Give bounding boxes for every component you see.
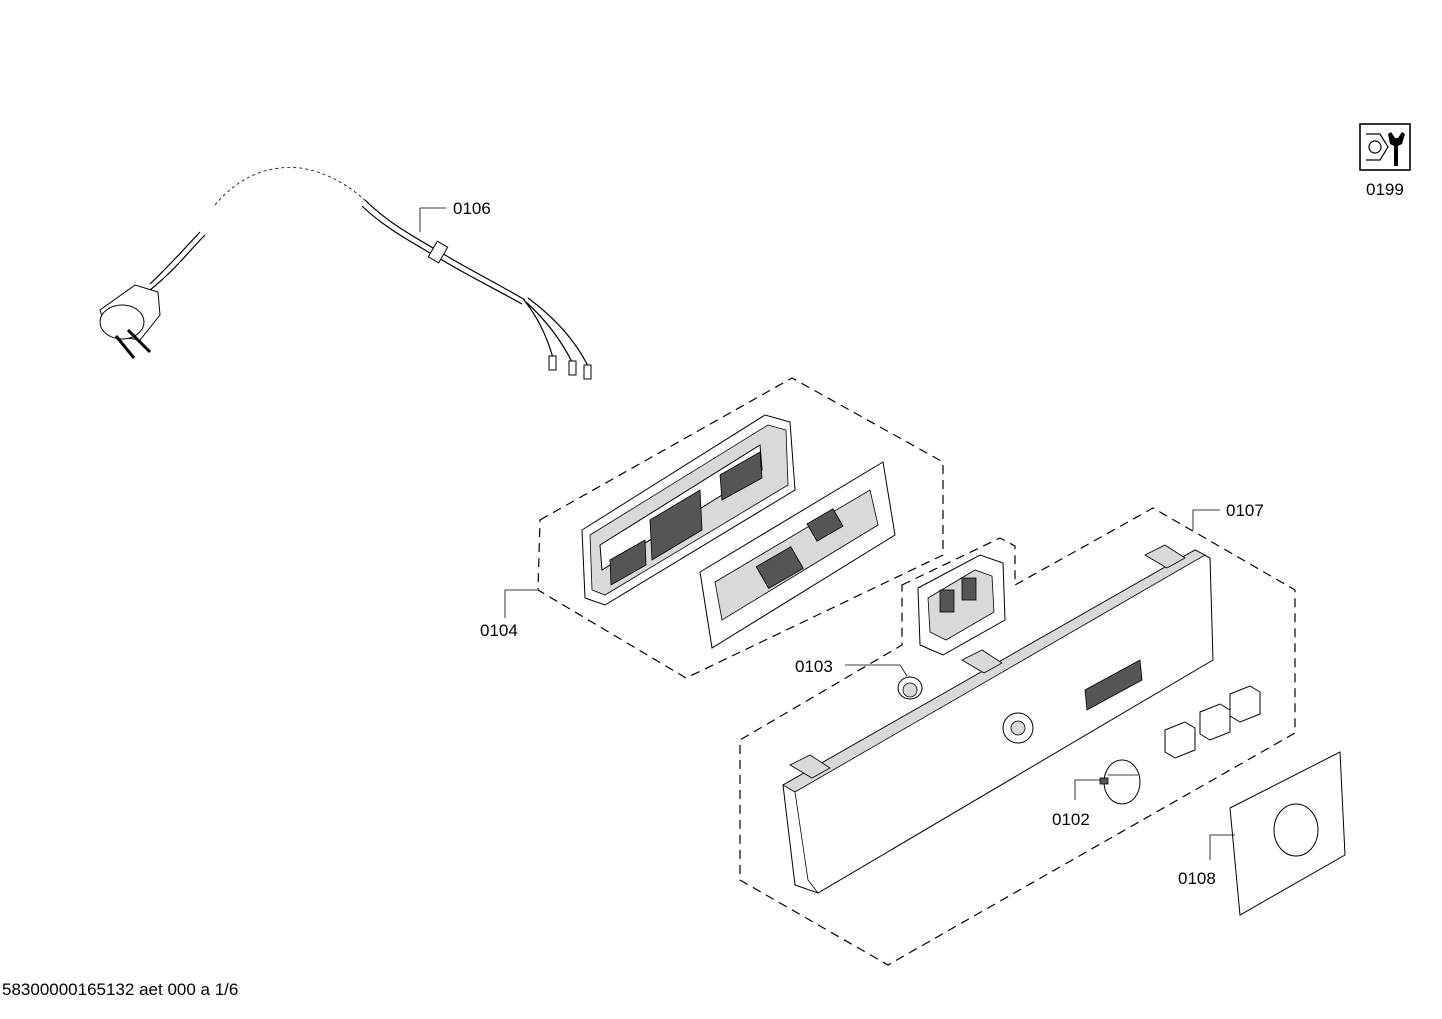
- label-0102: 0102: [1052, 810, 1090, 829]
- button-holder: [917, 554, 1006, 656]
- document-id: 58300000165132 aet 000 a 1/6: [2, 980, 239, 999]
- wrench-icon[interactable]: [1359, 123, 1411, 171]
- label-0108: 0108: [1178, 869, 1216, 888]
- control-module-pcb: [699, 461, 896, 649]
- small-button: [897, 676, 923, 700]
- label-0199: 0199: [1366, 180, 1404, 199]
- cover-plate: [1229, 751, 1346, 916]
- control-panel-fascia: [782, 544, 1214, 894]
- panel-group-outline: [739, 507, 1296, 966]
- power-cord: [99, 167, 592, 380]
- label-0107: 0107: [1226, 501, 1264, 520]
- module-group-outline: [537, 377, 944, 679]
- control-module-housing: [581, 414, 796, 606]
- program-buttons: [1164, 685, 1261, 759]
- rotary-knob: [1099, 759, 1141, 805]
- label-0106: 0106: [453, 199, 491, 218]
- label-0103: 0103: [795, 657, 833, 676]
- label-0104: 0104: [480, 621, 518, 640]
